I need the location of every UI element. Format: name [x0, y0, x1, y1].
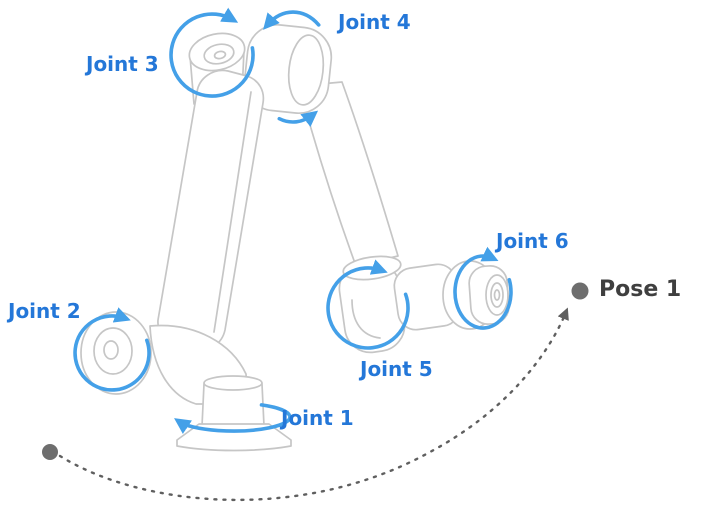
- rotation-arrows: [73, 7, 513, 434]
- joint-3-cap-inner: [203, 43, 235, 65]
- robot-arm-body: [80, 23, 510, 452]
- end-effector-cap-outer: [485, 274, 509, 316]
- label-joint-2: Joint 2: [8, 299, 81, 323]
- start-point-dot: [42, 444, 58, 460]
- joint-2-rotation-arrow-icon: [73, 307, 151, 392]
- forearm-link: [298, 81, 399, 267]
- label-joint-4: Joint 4: [338, 10, 411, 34]
- label-joint-1: Joint 1: [281, 406, 354, 430]
- upper-arm-panel-line: [213, 91, 252, 333]
- joint-5-rotation-arrow-icon: [326, 259, 410, 350]
- joint-4-rotation-arrow-top-icon: [263, 10, 321, 30]
- label-joint-3: Joint 3: [86, 52, 159, 76]
- joint-4-housing: [243, 23, 333, 115]
- pose-1-dot: [571, 282, 589, 300]
- joint-1-rotation-arrow-icon: [174, 403, 292, 434]
- label-joint-5: Joint 5: [360, 357, 433, 381]
- joint-5-detail-line: [351, 299, 381, 339]
- joint-2-cylinder-inner: [93, 327, 133, 375]
- end-effector-cap-center: [493, 289, 501, 301]
- joint-4-rotation-arrow-bottom-icon: [277, 110, 319, 127]
- trajectory-path: [58, 307, 569, 502]
- joint-2-cylinder-center: [103, 340, 119, 360]
- label-pose-1: Pose 1: [599, 277, 682, 302]
- joint-3-cap-center: [213, 50, 227, 60]
- label-joint-6: Joint 6: [496, 229, 569, 253]
- end-effector-cap-mid: [490, 282, 504, 308]
- joint-4-cap-seam: [287, 34, 325, 106]
- joint-3-rotation-arrow-icon: [169, 7, 255, 98]
- base-column-top: [203, 375, 263, 391]
- joint-6-rotation-arrow-icon: [453, 246, 513, 330]
